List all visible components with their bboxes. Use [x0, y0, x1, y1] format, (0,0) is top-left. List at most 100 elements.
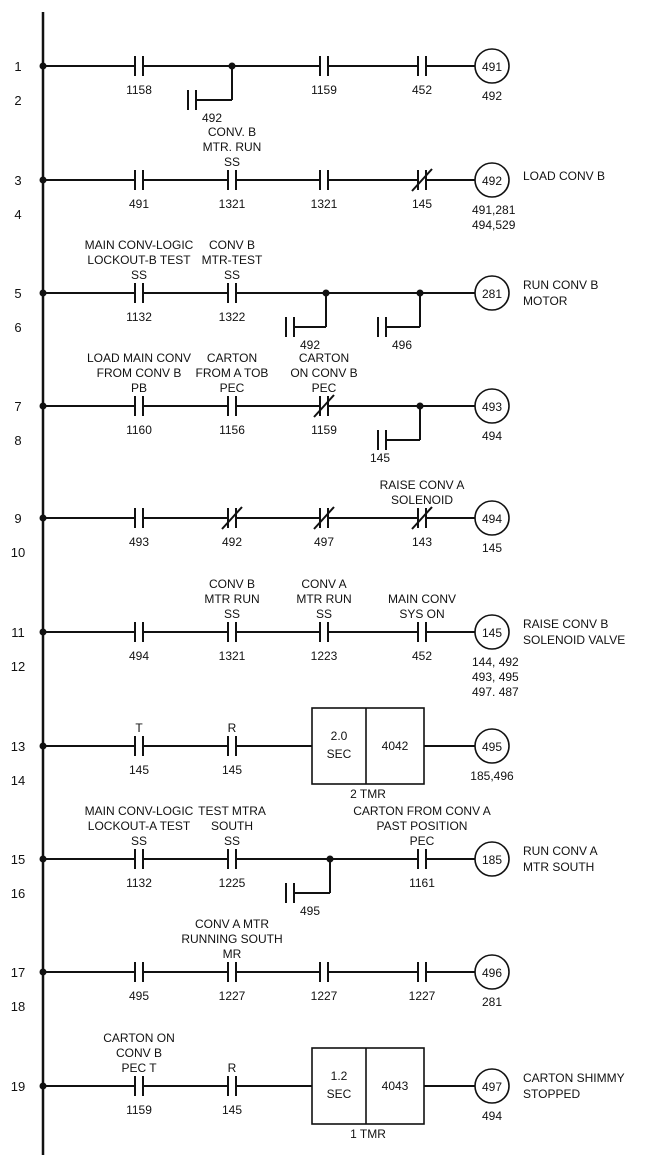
contact-label: CONV A MTR	[195, 917, 269, 931]
contact-label: CONV A	[301, 577, 346, 591]
contact-label: LOCKOUT-A TEST	[88, 819, 191, 833]
rung-number: 15	[11, 852, 25, 867]
contact-address: 145	[222, 763, 242, 777]
contact-1160	[134, 396, 144, 416]
contact-address: 495	[129, 989, 149, 1003]
contact-494	[134, 622, 144, 642]
timer-preset: 2.0	[331, 729, 348, 743]
contact-145	[134, 736, 144, 756]
junction-dot	[326, 855, 334, 863]
coil-145	[474, 614, 510, 650]
rung-number: 5	[14, 286, 21, 301]
branch-contact-496	[377, 317, 387, 337]
contact-1227	[227, 962, 237, 982]
contact-label: CARTON	[207, 351, 257, 365]
contact-label: MTR. RUN	[203, 140, 262, 154]
timer-name: 1 TMR	[350, 1127, 386, 1141]
coil-description: RUN CONV B	[523, 278, 598, 292]
rung-number: 13	[11, 739, 25, 754]
coil-description: MOTOR	[523, 294, 568, 308]
contact-1321	[227, 170, 237, 190]
rung-number: 2	[14, 93, 21, 108]
junction-dot	[39, 1082, 47, 1090]
contact-492	[221, 506, 243, 530]
coil-address: 497	[482, 1080, 502, 1094]
coil-description: RUN CONV A	[523, 844, 598, 858]
branch-contact-145	[377, 430, 387, 450]
contact-label: PEC T	[121, 1061, 157, 1075]
contact-label: PB	[131, 381, 147, 395]
coil-address: 496	[482, 966, 502, 980]
contact-address: 452	[412, 83, 432, 97]
contact-label: FROM CONV B	[97, 366, 182, 380]
junction-dot	[322, 289, 330, 297]
coil-crossref: 144, 492	[472, 655, 519, 669]
contact-label: T	[135, 721, 143, 735]
contact-label: MR	[223, 947, 242, 961]
contact-address: 1159	[126, 1103, 152, 1117]
contact-address: 1227	[311, 989, 338, 1003]
timer-box	[311, 707, 425, 785]
contact-493	[134, 508, 144, 528]
rung-number: 19	[11, 1079, 25, 1094]
contact-address: 1132	[126, 876, 152, 890]
rung-number: 4	[14, 207, 21, 222]
branch-contact-address: 492	[300, 338, 320, 352]
junction-dot	[39, 402, 47, 410]
coil-crossref: 145	[482, 541, 502, 555]
coil-address: 493	[482, 400, 502, 414]
contact-label: CONV B	[209, 238, 255, 252]
contact-address: 492	[222, 535, 242, 549]
rung-number: 8	[14, 433, 21, 448]
coil-281	[474, 275, 510, 311]
contact-label: MAIN CONV-LOGIC	[85, 804, 194, 818]
contact-label: PAST POSITION	[377, 819, 468, 833]
contact-1223	[319, 622, 329, 642]
contact-491	[134, 170, 144, 190]
junction-dot	[416, 402, 424, 410]
coil-address: 281	[482, 287, 502, 301]
contact-label: FROM A TOB	[196, 366, 269, 380]
rung-number: 12	[11, 659, 25, 674]
contact-label: LOAD MAIN CONV	[87, 351, 191, 365]
timer-name: 2 TMR	[350, 787, 386, 801]
coil-address: 495	[482, 740, 502, 754]
contact-label: CONV B	[209, 577, 255, 591]
contact-1225	[227, 849, 237, 869]
contact-1321	[319, 170, 329, 190]
contact-label: ON CONV B	[290, 366, 357, 380]
contact-1132	[134, 283, 144, 303]
contact-label: SS	[224, 268, 240, 282]
branch-contact-495	[285, 883, 295, 903]
timer-preset: 1.2	[331, 1069, 348, 1083]
rung-number: 3	[14, 173, 21, 188]
junction-dot	[39, 514, 47, 522]
contact-label: SOUTH	[211, 819, 253, 833]
branch-contact-address: 495	[300, 904, 320, 918]
branch-contact-492	[285, 317, 295, 337]
junction-dot	[228, 62, 236, 70]
contact-1161	[417, 849, 427, 869]
contact-1159	[313, 394, 335, 418]
contact-label: MTR RUN	[296, 592, 351, 606]
contact-143	[411, 506, 433, 530]
contact-495	[134, 962, 144, 982]
contact-label: MAIN CONV	[388, 592, 456, 606]
coil-crossref: 494,529	[472, 218, 516, 232]
coil-description: CARTON SHIMMY	[523, 1071, 625, 1085]
contact-label: R	[228, 1061, 237, 1075]
contact-label: RAISE CONV A	[380, 478, 465, 492]
contact-label: SS	[131, 834, 147, 848]
contact-address: 494	[129, 649, 149, 663]
junction-dot	[39, 628, 47, 636]
contact-1322	[227, 283, 237, 303]
coil-493	[474, 388, 510, 424]
coil-crossref: 492	[482, 89, 502, 103]
rung-number: 7	[14, 399, 21, 414]
contact-label: CARTON ON	[103, 1031, 175, 1045]
rung-number: 16	[11, 886, 25, 901]
junction-dot	[416, 289, 424, 297]
coil-description: MTR SOUTH	[523, 860, 594, 874]
contact-label: PEC	[312, 381, 337, 395]
